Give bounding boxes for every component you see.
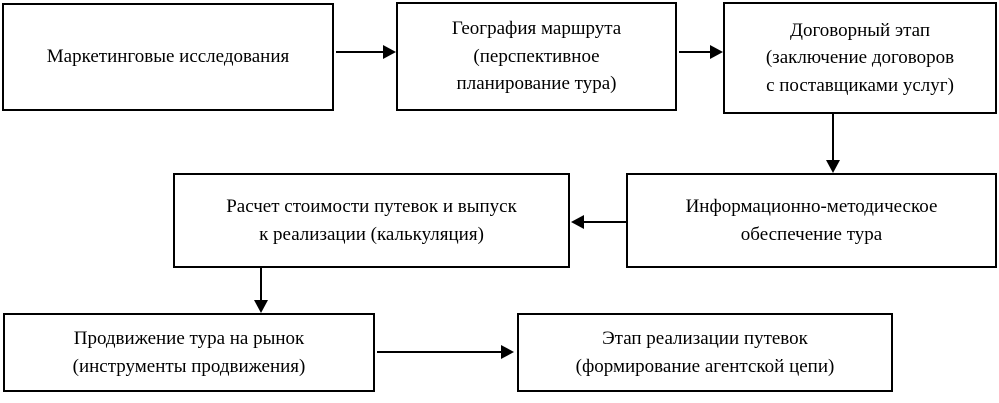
node-label: Информационно-методическое обеспечение т… — [685, 195, 938, 245]
arrowhead-right-icon — [501, 345, 514, 359]
node-sales-stage[interactable]: Этап реализации путевок (формирование аг… — [517, 313, 893, 392]
node-label: Договорный этап (заключение договоров с … — [765, 19, 955, 96]
node-label: Этап реализации путевок (формирование аг… — [575, 327, 835, 377]
node-marketing-research[interactable]: Маркетинговые исследования — [2, 3, 334, 111]
node-info-method-support[interactable]: Информационно-методическое обеспечение т… — [626, 173, 997, 268]
edge-line — [832, 114, 834, 162]
node-label: Продвижение тура на рынок (инструменты п… — [72, 327, 306, 377]
arrowhead-right-icon — [710, 45, 723, 59]
edge-line — [679, 51, 712, 53]
node-label: География маршрута (перспективное планир… — [451, 18, 622, 95]
node-label: Расчет стоимости путевок и выпуск к реал… — [226, 195, 517, 245]
node-cost-calculation[interactable]: Расчет стоимости путевок и выпуск к реал… — [173, 173, 570, 268]
arrowhead-down-icon — [254, 300, 268, 313]
arrowhead-right-icon — [383, 45, 396, 59]
node-tour-promotion[interactable]: Продвижение тура на рынок (инструменты п… — [3, 313, 375, 392]
edge-line — [336, 51, 384, 53]
edge-line — [583, 221, 626, 223]
node-route-geography[interactable]: География маршрута (перспективное планир… — [396, 2, 677, 111]
edge-line — [260, 268, 262, 302]
arrowhead-down-icon — [826, 160, 840, 173]
edge-line — [377, 351, 503, 353]
arrowhead-left-icon — [571, 215, 584, 229]
node-label: Маркетинговые исследования — [46, 46, 290, 68]
node-contract-stage[interactable]: Договорный этап (заключение договоров с … — [723, 2, 997, 114]
